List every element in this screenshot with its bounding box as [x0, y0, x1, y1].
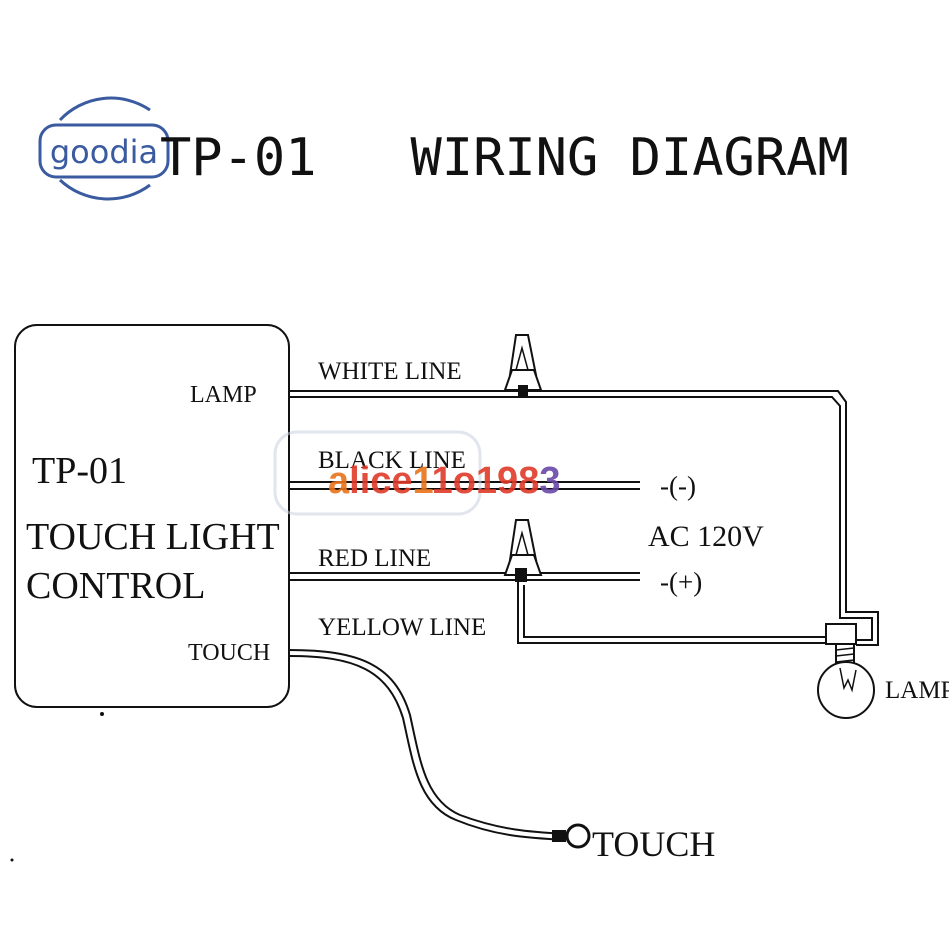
diagram-title: TP-01 WIRING DIAGRAM — [160, 128, 849, 188]
supply-voltage-label: AC 120V — [648, 520, 764, 553]
wire-nut-connector-red — [503, 519, 543, 582]
red-line-label: RED LINE — [318, 545, 431, 572]
watermark-text: alice11o1983 — [328, 460, 560, 502]
watermark: alice11o1983 — [273, 430, 560, 516]
white-line-label: WHITE LINE — [318, 358, 462, 385]
wire-nut-connector-white — [503, 334, 543, 397]
black-line-wire — [289, 481, 640, 490]
supply-minus-label: -(-) — [660, 471, 696, 501]
terminal-lamp-label: LAMP — [190, 382, 257, 408]
red-line-wire — [289, 572, 828, 644]
touch-ring-terminal-icon — [552, 823, 591, 849]
supply-plus-label: -(+) — [660, 567, 702, 597]
control-box — [14, 324, 290, 708]
touch-label: TOUCH — [592, 824, 715, 864]
device-description-line1: TOUCH LIGHT — [26, 516, 280, 558]
terminal-touch-label: TOUCH — [188, 640, 270, 666]
yellow-line-label: YELLOW LINE — [318, 614, 486, 641]
logo-text: goodia — [50, 133, 158, 171]
scan-speck — [10, 858, 14, 862]
device-description-line2: CONTROL — [26, 565, 205, 607]
lamp-bulb-icon — [817, 623, 875, 719]
lamp-label: LAMP — [885, 677, 949, 704]
black-line-label: BLACK LINE — [318, 447, 466, 474]
white-line-wire — [289, 390, 879, 646]
goodia-logo: goodia — [38, 96, 170, 201]
scan-speck — [100, 712, 104, 716]
device-name: TP-01 — [32, 450, 127, 492]
yellow-line-wire — [288, 649, 567, 841]
